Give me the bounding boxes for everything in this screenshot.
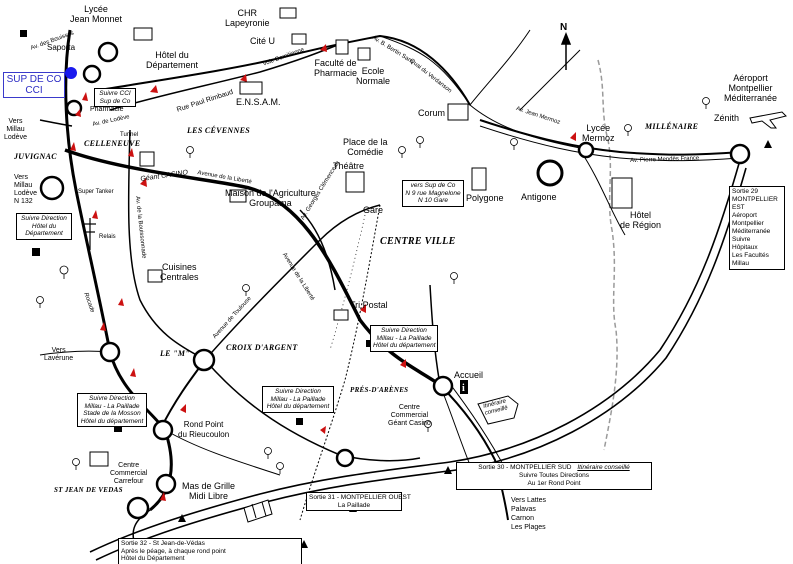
- label-vers-laverune: Vers Lavérune: [44, 347, 74, 362]
- river-lez: [597, 59, 618, 451]
- label-ensam: E.N.S.A.M.: [236, 97, 281, 107]
- label-lycee-jean-monnet: Lycée Jean Monnet: [70, 4, 123, 24]
- box-suivre-millau-mosson: Suivre Direction Millau - La Paillade St…: [77, 393, 147, 427]
- direction-arrows: [70, 44, 576, 501]
- label-polygone: Polygone: [466, 193, 504, 203]
- sortie-30-instructions: Suivre Toutes Directions Au 1er Rond Poi…: [519, 472, 589, 487]
- label-place-comedie: Place de la Comédie: [343, 137, 388, 157]
- district-st-jean: ST JEAN DE VEDAS: [54, 486, 123, 494]
- label-aeroport: Aéroport Montpellier Méditerranée: [724, 73, 778, 103]
- box-sortie-31: Sortie 31 - MONTPELLIER OUEST La Paillad…: [306, 492, 411, 511]
- label-vers-millau-lodeve: Vers Millau Lodève: [4, 118, 27, 141]
- district-pres-arenes: PRÉS-D'ARÈNES: [350, 386, 409, 394]
- label-mas-grille: Mas de Grille Midi Libre: [182, 481, 236, 501]
- label-super-tanker: Super Tanker: [78, 189, 114, 195]
- sortie-30-title: Sortie 30 - MONTPELLIER SUD: [478, 464, 572, 471]
- label-lycee-mermoz: Lycée Mermoz: [582, 123, 615, 143]
- label-theatre: Théâtre: [333, 161, 365, 171]
- district-juvignac: JUVIGNAC: [14, 152, 57, 161]
- label-gare: Gare: [363, 205, 384, 215]
- square-markers: [20, 30, 373, 432]
- label-vers-lattes: Vers Lattes Palavas Carnon Les Plages: [511, 497, 547, 531]
- label-hotel-departement-top: Hôtel du Département: [146, 50, 199, 70]
- label-hotel-region: Hôtel de Région: [620, 210, 662, 230]
- svg-text:i: i: [462, 383, 465, 394]
- label-zenith: Zénith: [714, 113, 740, 123]
- label-accueil: Accueil: [454, 370, 484, 380]
- label-centre-geant: Centre Commercial Géant Casino: [388, 404, 431, 427]
- toll-booth-icon: [243, 499, 273, 523]
- main-roads: [39, 29, 741, 546]
- itineraire-arrow-sign: [477, 395, 519, 425]
- sortie-30-itineraire: Itinéraire conseillé: [577, 464, 630, 471]
- label-chr-lapeyronie: CHR Lapeyronie: [225, 8, 270, 28]
- box-suivre-dep-left: Suivre Direction Hôtel du Département: [16, 213, 72, 240]
- relais-antenna-icon: [84, 218, 96, 250]
- box-sortie-30: Sortie 30 - MONTPELLIER SUD Itinéraire c…: [456, 462, 652, 490]
- label-tri-postal: Tri Postal: [350, 300, 388, 310]
- box-sortie-29: Sortie 29 MONTPELLIER EST Aéroport Montp…: [729, 186, 785, 270]
- antigone-shape: [536, 159, 564, 187]
- box-suivre-millau-right: Suivre Direction Millau - La Paillade Hô…: [370, 325, 438, 352]
- label-rond-point-rieucoulon: Rond Point du Rieucoulon: [178, 420, 230, 439]
- box-sortie-32: Sortie 32 - St Jean-de-Védas Après le pé…: [118, 538, 302, 564]
- label-ecole-normale: Ecole Normale: [356, 66, 391, 86]
- label-cuisines-centrales: Cuisines Centrales: [160, 262, 199, 282]
- roundabouts: [39, 41, 751, 520]
- label-faculte-pharmacie: Faculté de Pharmacie: [314, 58, 358, 78]
- district-le-m: LE "M": [160, 349, 191, 358]
- label-pharmacie: Pharmacie: [90, 106, 124, 113]
- sup-de-co-marker[interactable]: [65, 67, 77, 79]
- buildings: [89, 7, 633, 467]
- district-croix-argent: CROIX D'ARGENT: [226, 343, 298, 352]
- label-corum: Corum: [418, 108, 446, 118]
- box-vers-sup-de-co: vers Sup de Co N 9 rue Magnelone N 10 Ga…: [402, 180, 464, 207]
- box-suivre-cci: Suivre CCI Sup de Co: [94, 88, 136, 107]
- label-antigone: Antigone: [521, 192, 557, 202]
- box-suivre-millau-mid: Suivre Direction Millau - La Paillade Hô…: [262, 386, 334, 413]
- label-relais: Relais: [99, 234, 116, 240]
- label-cite-u: Cité U: [250, 36, 276, 46]
- district-centre-ville: CENTRE VILLE: [380, 236, 456, 247]
- label-centre-carrefour: Centre Commercial Carrefour: [110, 462, 148, 485]
- railway: [299, 204, 381, 521]
- sup-de-co-box[interactable]: SUP DE CO CCI: [3, 72, 65, 98]
- trees: [36, 97, 710, 474]
- compass-north-label: N: [560, 22, 568, 33]
- north-arrow-icon: [560, 31, 572, 70]
- info-sign-icon: [460, 380, 468, 394]
- label-tunnel: Tunnel: [120, 132, 139, 138]
- label-maison-agriculture: Maison de l'Agriculture Groupama: [225, 188, 316, 208]
- airplane-icon: [749, 111, 787, 129]
- district-millenaire: MILLÉNAIRE: [645, 122, 699, 131]
- label-vers-millau-n132: Vers Millau Lodève N 132: [14, 174, 37, 205]
- label-saporta: Saporta: [47, 43, 76, 52]
- district-cevennes: LES CÉVENNES: [187, 126, 250, 135]
- district-celleneuve: CELLENEUVE: [84, 139, 141, 148]
